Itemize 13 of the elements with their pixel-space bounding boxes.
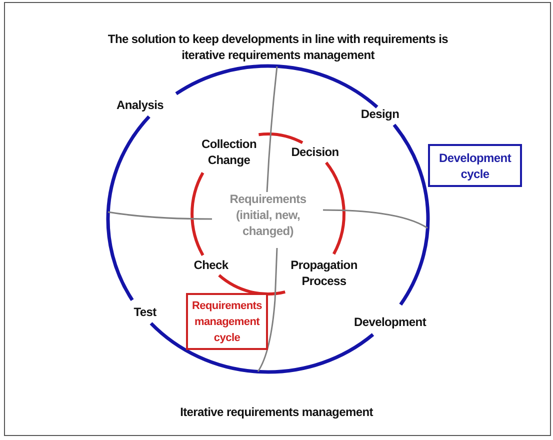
- phase-label: Design: [360, 106, 400, 122]
- diagram-title: The solution to keep developments in line with requirements is iterative requirements management: [106, 31, 450, 63]
- step-label: Decision: [290, 144, 340, 160]
- step-label: Collection Change: [200, 136, 258, 168]
- cycle-name-box: Requirements management cycle: [186, 293, 268, 350]
- phase-label: Test: [132, 304, 158, 320]
- center-label: Requirements (initial, new, changed): [228, 191, 308, 239]
- phase-label: Analysis: [116, 97, 164, 113]
- diagram-caption: Iterative requirements management: [179, 404, 374, 420]
- step-label: Check: [192, 257, 230, 273]
- cycle-name-box: Development cycle: [428, 144, 522, 187]
- phase-label: Development: [352, 314, 428, 330]
- step-label: Propagation Process: [290, 257, 358, 289]
